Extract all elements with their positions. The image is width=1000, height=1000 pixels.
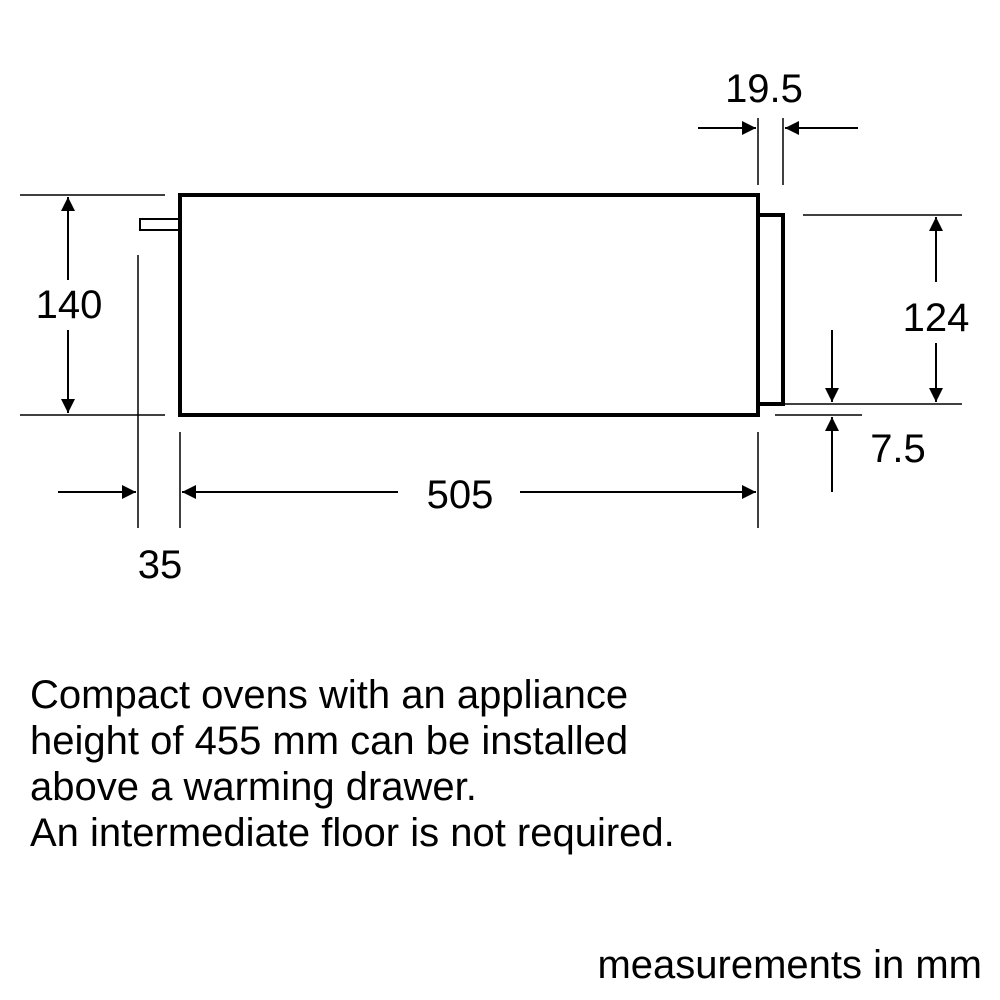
note-line: An intermediate floor is not required. — [30, 811, 675, 855]
dimension-arrows — [58, 121, 943, 499]
front-panel — [758, 213, 785, 406]
dim-label-140: 140 — [36, 283, 103, 327]
drawer-body — [178, 193, 760, 417]
installation-note: Compact ovens with an appliance height o… — [30, 672, 930, 856]
dimension-drawing: 140 124 505 35 19.5 7.5 — [20, 67, 970, 587]
note-line: height of 455 mm can be installed — [30, 719, 629, 763]
dim-label-505: 505 — [427, 473, 494, 517]
dim-label-7-5: 7.5 — [870, 427, 926, 471]
dim-label-19-5: 19.5 — [725, 67, 803, 111]
units-label: measurements in mm — [597, 943, 982, 987]
dim-label-35: 35 — [138, 543, 183, 587]
extension-lines — [20, 118, 962, 528]
rear-stub — [139, 218, 181, 231]
note-line: Compact ovens with an appliance — [30, 673, 629, 717]
note-line: above a warming drawer. — [30, 765, 477, 809]
dim-label-124: 124 — [903, 296, 970, 340]
